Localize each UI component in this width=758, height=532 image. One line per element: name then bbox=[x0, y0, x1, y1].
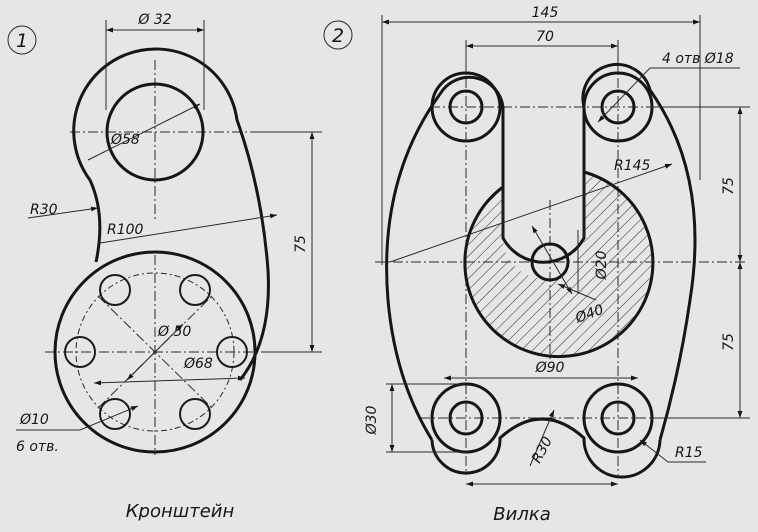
dim-r145: R145 bbox=[614, 158, 651, 174]
drawing-number: 2 bbox=[332, 25, 344, 47]
hole bbox=[448, 400, 484, 436]
dim-w145: 145 bbox=[532, 5, 559, 21]
bracket-outline bbox=[72, 47, 270, 381]
dim-d30: Ø30 bbox=[364, 405, 380, 435]
dimension-line bbox=[126, 323, 184, 381]
bracket-title: Кронштейн bbox=[126, 501, 235, 522]
fork-outline bbox=[463, 170, 655, 359]
fork-title: Вилка bbox=[493, 504, 550, 525]
leader-line bbox=[639, 439, 669, 463]
dim-r30: R30 bbox=[30, 202, 58, 218]
bolt-circle bbox=[75, 272, 235, 432]
dim-w70: 70 bbox=[536, 29, 554, 45]
hole bbox=[600, 89, 636, 125]
leader-line bbox=[557, 283, 597, 301]
dim-v75-upper: 75 bbox=[721, 177, 737, 195]
dim-d90: Ø90 bbox=[535, 360, 565, 376]
dimension-line bbox=[93, 375, 246, 386]
dim-d20: Ø20 bbox=[594, 250, 610, 280]
dim-d68: Ø68 bbox=[183, 356, 213, 372]
drawing-number-circle bbox=[323, 20, 353, 50]
leader-line bbox=[87, 103, 201, 161]
bracket-outline bbox=[53, 250, 257, 454]
leader-line bbox=[99, 213, 278, 244]
bore-circle bbox=[105, 82, 205, 182]
hole bbox=[179, 274, 211, 306]
hole bbox=[216, 336, 248, 368]
dim-holes: 6 отв. bbox=[16, 439, 59, 455]
leader-line bbox=[389, 163, 673, 263]
dim-r30: R30 bbox=[529, 434, 556, 466]
bracket-drawing: 1 Ø 32 Ø58 R30 R100 bbox=[7, 12, 322, 522]
dim-h75: 75 bbox=[293, 235, 309, 253]
drawing-number: 1 bbox=[16, 30, 28, 52]
leader-line bbox=[27, 206, 99, 219]
dim-d58: Ø58 bbox=[110, 132, 140, 148]
fork-drawing: 2 145 70 bbox=[323, 5, 750, 525]
leader-line bbox=[529, 409, 555, 467]
dimension-line bbox=[531, 225, 573, 295]
hole bbox=[179, 398, 211, 430]
section-hatching bbox=[464, 172, 653, 357]
dim-v75-lower: 75 bbox=[721, 333, 737, 351]
dim-r15: R15 bbox=[675, 445, 703, 461]
hole bbox=[99, 398, 131, 430]
leader-line bbox=[79, 405, 139, 431]
hole bbox=[600, 400, 636, 436]
dim-d10: Ø10 bbox=[19, 412, 49, 428]
drawing-number-circle bbox=[7, 25, 37, 55]
dim-holes-d18: 4 отв Ø18 bbox=[662, 51, 734, 67]
boss-circle bbox=[430, 71, 502, 143]
dim-d50: Ø 50 bbox=[157, 324, 191, 340]
leader-line bbox=[597, 67, 651, 123]
hole bbox=[99, 274, 131, 306]
hole bbox=[448, 89, 484, 125]
hole bbox=[64, 336, 96, 368]
dim-r100: R100 bbox=[107, 222, 144, 238]
dim-d32: Ø 32 bbox=[137, 12, 171, 28]
fork-outline bbox=[385, 93, 442, 441]
bracket-outline bbox=[88, 179, 102, 263]
